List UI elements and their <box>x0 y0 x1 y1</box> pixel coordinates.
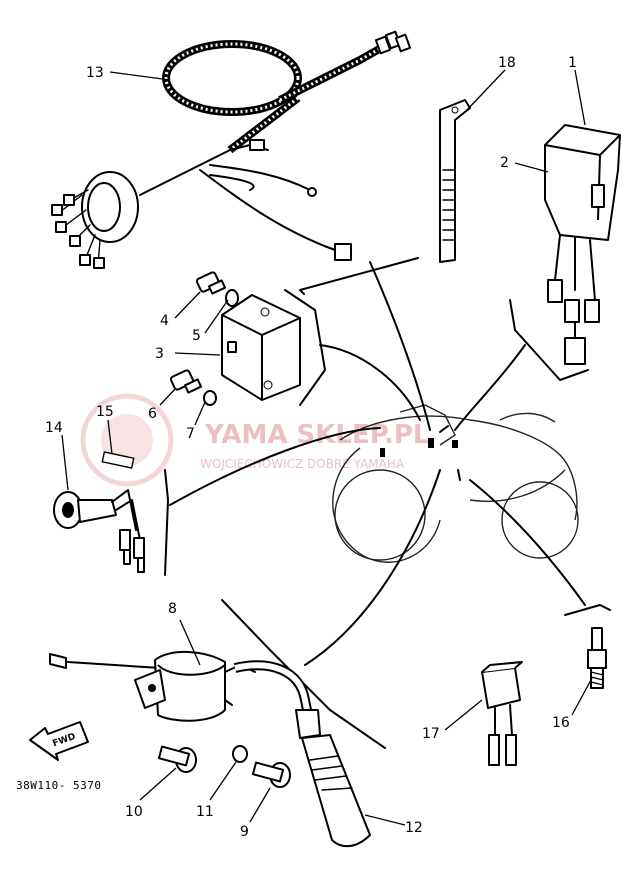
voltage-regulator <box>481 661 523 766</box>
callout-1: 1 <box>568 55 577 71</box>
callout-14: 14 <box>45 420 63 436</box>
callout-7: 7 <box>186 426 195 442</box>
wire-harness <box>51 30 412 269</box>
watermark: YAMA SKLEP.PL WOJCIECHOWICZ DOBRE YAMAHA <box>80 393 430 487</box>
callout-11: 11 <box>196 804 214 820</box>
watermark-subtext: WOJCIECHOWICZ DOBRE YAMAHA <box>200 457 405 471</box>
watermark-text: YAMA SKLEP.PL <box>204 420 430 450</box>
callout-2: 2 <box>500 155 509 171</box>
callout-4: 4 <box>160 313 169 329</box>
callout-9: 9 <box>240 824 249 840</box>
band <box>439 99 471 263</box>
motorcycle-outline <box>332 404 579 563</box>
callout-16: 16 <box>552 715 570 731</box>
callout-3: 3 <box>155 346 164 362</box>
pickup-coil <box>53 489 145 573</box>
cdi-fasteners <box>169 271 239 406</box>
callout-12: 12 <box>405 820 423 836</box>
routing-lines <box>164 257 611 749</box>
callout-13: 13 <box>86 65 104 81</box>
callout-18: 18 <box>498 55 516 71</box>
callout-6: 6 <box>148 406 157 422</box>
callout-17: 17 <box>422 726 440 742</box>
drawing-code: 38W110- 5370 <box>16 779 101 792</box>
callout-15: 15 <box>96 404 114 420</box>
spark-plug-cap <box>233 660 371 848</box>
cdi-unit <box>221 294 301 401</box>
forward-arrow: FWD <box>29 721 89 761</box>
ignition-coil <box>49 650 256 722</box>
callout-8: 8 <box>168 601 177 617</box>
leader-lines <box>61 69 593 826</box>
label-sticker <box>101 451 135 469</box>
callout-5: 5 <box>192 328 201 344</box>
spark-plug <box>587 627 607 689</box>
coil-fasteners <box>157 745 291 788</box>
callout-10: 10 <box>125 804 143 820</box>
relay <box>544 124 621 365</box>
callout-numbers: 1 2 3 4 5 6 7 8 9 10 11 12 13 14 15 16 1… <box>45 55 577 840</box>
